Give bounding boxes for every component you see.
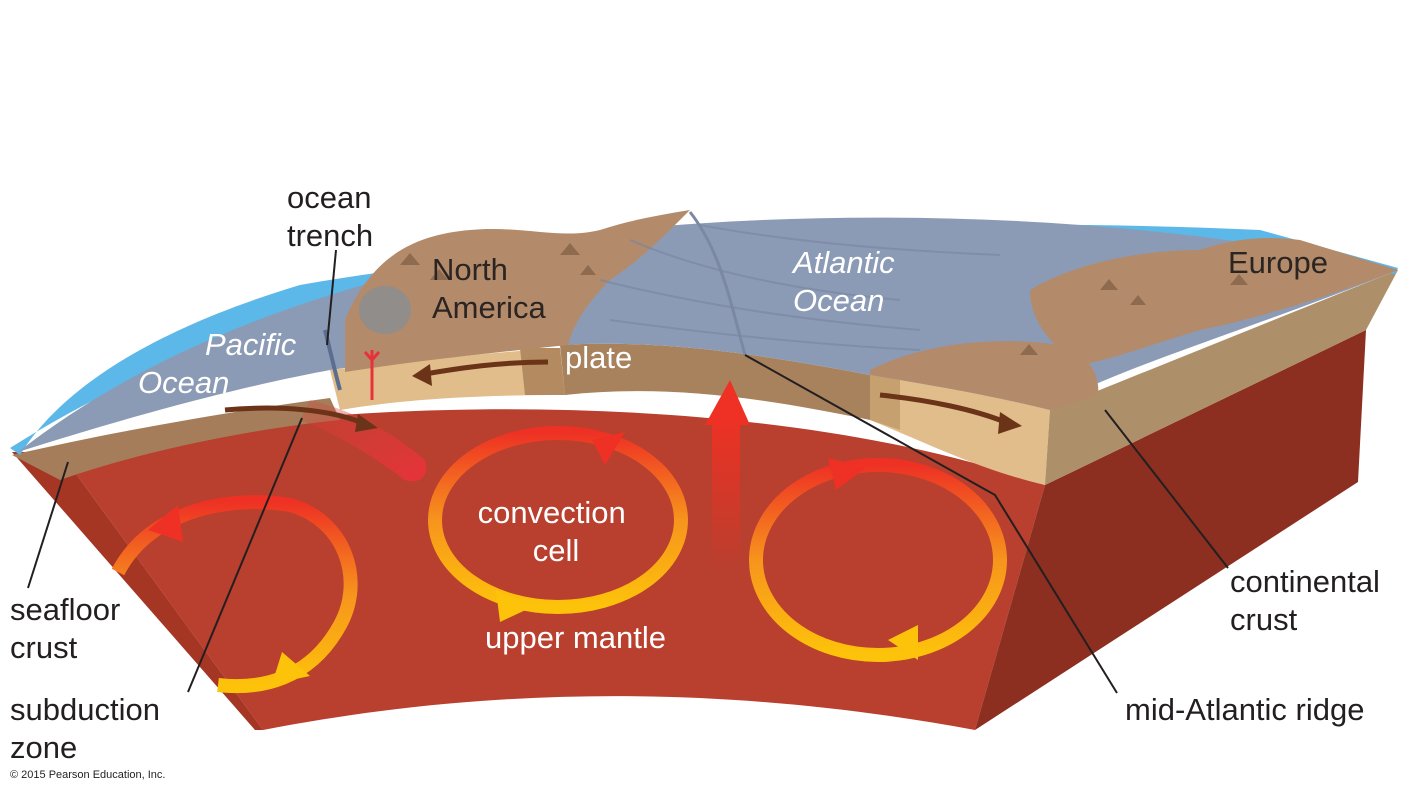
- mantle-side-face: [975, 330, 1366, 730]
- ocean-trench-line: [323, 329, 342, 391]
- rising-magma-arrow: [705, 380, 750, 570]
- seafloor-crust-leader: [27, 461, 69, 589]
- atlantic-ocean-label: Atlantic Ocean: [791, 245, 903, 318]
- leader-lines: [27, 249, 1229, 694]
- convection-arrowhead: [888, 625, 918, 660]
- volcano-plume: [359, 286, 411, 334]
- africa-land: [870, 341, 1099, 410]
- convection-arrowhead: [828, 458, 866, 490]
- seafloor-crust-band: [12, 398, 340, 480]
- continental-crust-label: continental crust: [1230, 564, 1389, 637]
- convection-arrowhead: [496, 590, 532, 622]
- pacific-ocean-label: Pacific Ocean: [138, 327, 305, 400]
- plate-label: plate: [565, 340, 632, 375]
- ocean-trench-label: ocean trench: [287, 180, 380, 253]
- labels: ocean trench North America Atlantic Ocea…: [10, 180, 1389, 781]
- north-america-label: North America: [432, 252, 546, 325]
- subducting-slab: [300, 400, 427, 482]
- plate-band-right: [870, 375, 1050, 485]
- convection-arrowhead: [148, 505, 183, 542]
- copyright-notice: © 2015 Pearson Education, Inc.: [10, 769, 165, 781]
- convection-arrowhead: [272, 652, 310, 684]
- na-plate-arrow: [424, 359, 549, 377]
- earth-surface: [10, 210, 1398, 455]
- convection-cells: [111, 426, 1007, 694]
- pacific-plate-arrow: [224, 405, 361, 425]
- europe-land: [1030, 238, 1398, 365]
- upper-mantle-label: upper mantle: [485, 620, 666, 655]
- north-america-land: [345, 210, 690, 372]
- mid-atlantic-ridge-label: mid-Atlantic ridge: [1125, 692, 1364, 727]
- continental-crust-side: [1045, 270, 1398, 485]
- subduction-zone-label: subduction zone: [10, 692, 169, 765]
- upper-mantle-front: [60, 409, 1045, 730]
- magma-conduit: [363, 350, 381, 400]
- plate-motion-arrows: [224, 359, 1022, 434]
- subduction-zone-leader: [187, 417, 303, 693]
- continental-crust-leader: [1104, 409, 1229, 569]
- convection-ring-right: [749, 458, 1007, 662]
- ocean-crust-band: [560, 343, 870, 420]
- mid-atlantic-ridge-leader: [744, 354, 1118, 694]
- convection-cell-label: convection cell: [478, 495, 635, 568]
- convection-ring-center: [428, 426, 688, 614]
- eu-plate-arrow: [879, 392, 1006, 425]
- atmosphere-edge: [10, 224, 1398, 455]
- convection-arrowhead: [592, 432, 625, 465]
- ocean-trench-leader: [326, 249, 337, 346]
- seafloor-crust-label: seafloor crust: [10, 592, 129, 665]
- europe-label: Europe: [1228, 245, 1328, 280]
